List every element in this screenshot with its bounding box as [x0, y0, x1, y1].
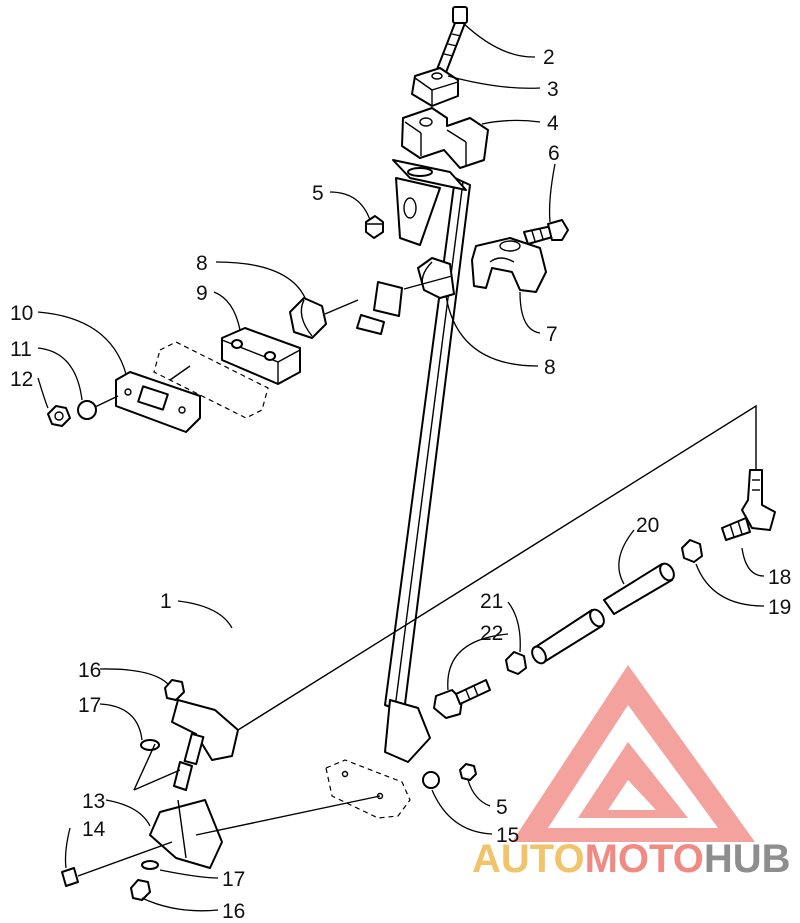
label-14: 14 [82, 818, 106, 841]
assembly-lines [94, 275, 757, 836]
block-9 [221, 327, 301, 385]
watermark-moto: MOTO [585, 837, 704, 881]
nut-16-upper [164, 679, 185, 701]
steering-post [356, 159, 471, 763]
watermark-text: AUTOMOTOHUB [472, 837, 791, 881]
tie-rod-end-22 [433, 679, 491, 719]
washer-11 [77, 400, 97, 420]
block-4 [401, 107, 489, 169]
label-16-lower: 16 [222, 900, 245, 923]
nut-12 [47, 405, 71, 427]
svg-text:AUTOMOTOHUB: AUTOMOTOHUB [472, 837, 791, 881]
label-13: 13 [82, 790, 105, 813]
label-2: 2 [543, 46, 555, 69]
lower-stem-parts [149, 699, 239, 869]
watermark-hub: HUB [704, 837, 791, 881]
nut-16-lower [130, 879, 151, 901]
label-16-upper: 16 [78, 659, 101, 682]
label-20: 20 [636, 514, 659, 537]
washer-17-upper [140, 739, 160, 751]
nut-21 [505, 651, 527, 675]
bolt-6 [523, 219, 569, 245]
label-9: 9 [196, 282, 208, 305]
dashed-plate-lower [325, 759, 411, 819]
clamp-3 [411, 67, 459, 107]
label-3: 3 [547, 78, 559, 101]
label-10: 10 [10, 302, 33, 325]
label-15: 15 [496, 824, 519, 847]
logo-triangle-center [608, 780, 656, 810]
bushing-8-right [417, 257, 455, 299]
part-labels: 2 3 4 5 6 7 8 8 9 10 11 12 1 16 17 13 14… [10, 46, 791, 923]
label-4: 4 [547, 112, 559, 135]
plate-10 [115, 371, 201, 433]
tie-rod-end-18 [721, 469, 776, 541]
bolt-14 [61, 841, 173, 887]
label-21: 21 [480, 590, 503, 613]
clamp-7 [471, 237, 547, 293]
label-5-upper: 5 [312, 182, 324, 205]
bushing-8-left [289, 297, 327, 339]
label-18: 18 [768, 566, 791, 589]
label-22: 22 [480, 622, 503, 645]
leader-lines [37, 21, 765, 912]
label-7: 7 [546, 323, 558, 346]
label-17-upper: 17 [78, 694, 101, 717]
bolt-2 [435, 6, 468, 76]
washer-17-lower [141, 860, 159, 870]
logo-triangle-core [578, 742, 688, 818]
label-8-right: 8 [544, 356, 556, 379]
dashed-plate-upper [153, 341, 269, 419]
label-8-left: 8 [196, 252, 208, 275]
label-1: 1 [160, 590, 172, 613]
label-5-lower: 5 [496, 796, 508, 819]
tube-20 [603, 562, 675, 615]
label-17-lower: 17 [222, 868, 245, 891]
label-12: 12 [10, 368, 33, 391]
tube-21 [531, 608, 605, 665]
label-6: 6 [548, 142, 560, 165]
nut-5-lower [459, 763, 477, 781]
washer-15 [422, 771, 440, 789]
nut-19 [681, 539, 703, 563]
automotohub-logo [512, 665, 755, 842]
watermark-auto: AUTO [472, 837, 585, 881]
label-19: 19 [768, 596, 791, 619]
label-11: 11 [10, 338, 32, 361]
nut-5-upper [365, 215, 384, 239]
